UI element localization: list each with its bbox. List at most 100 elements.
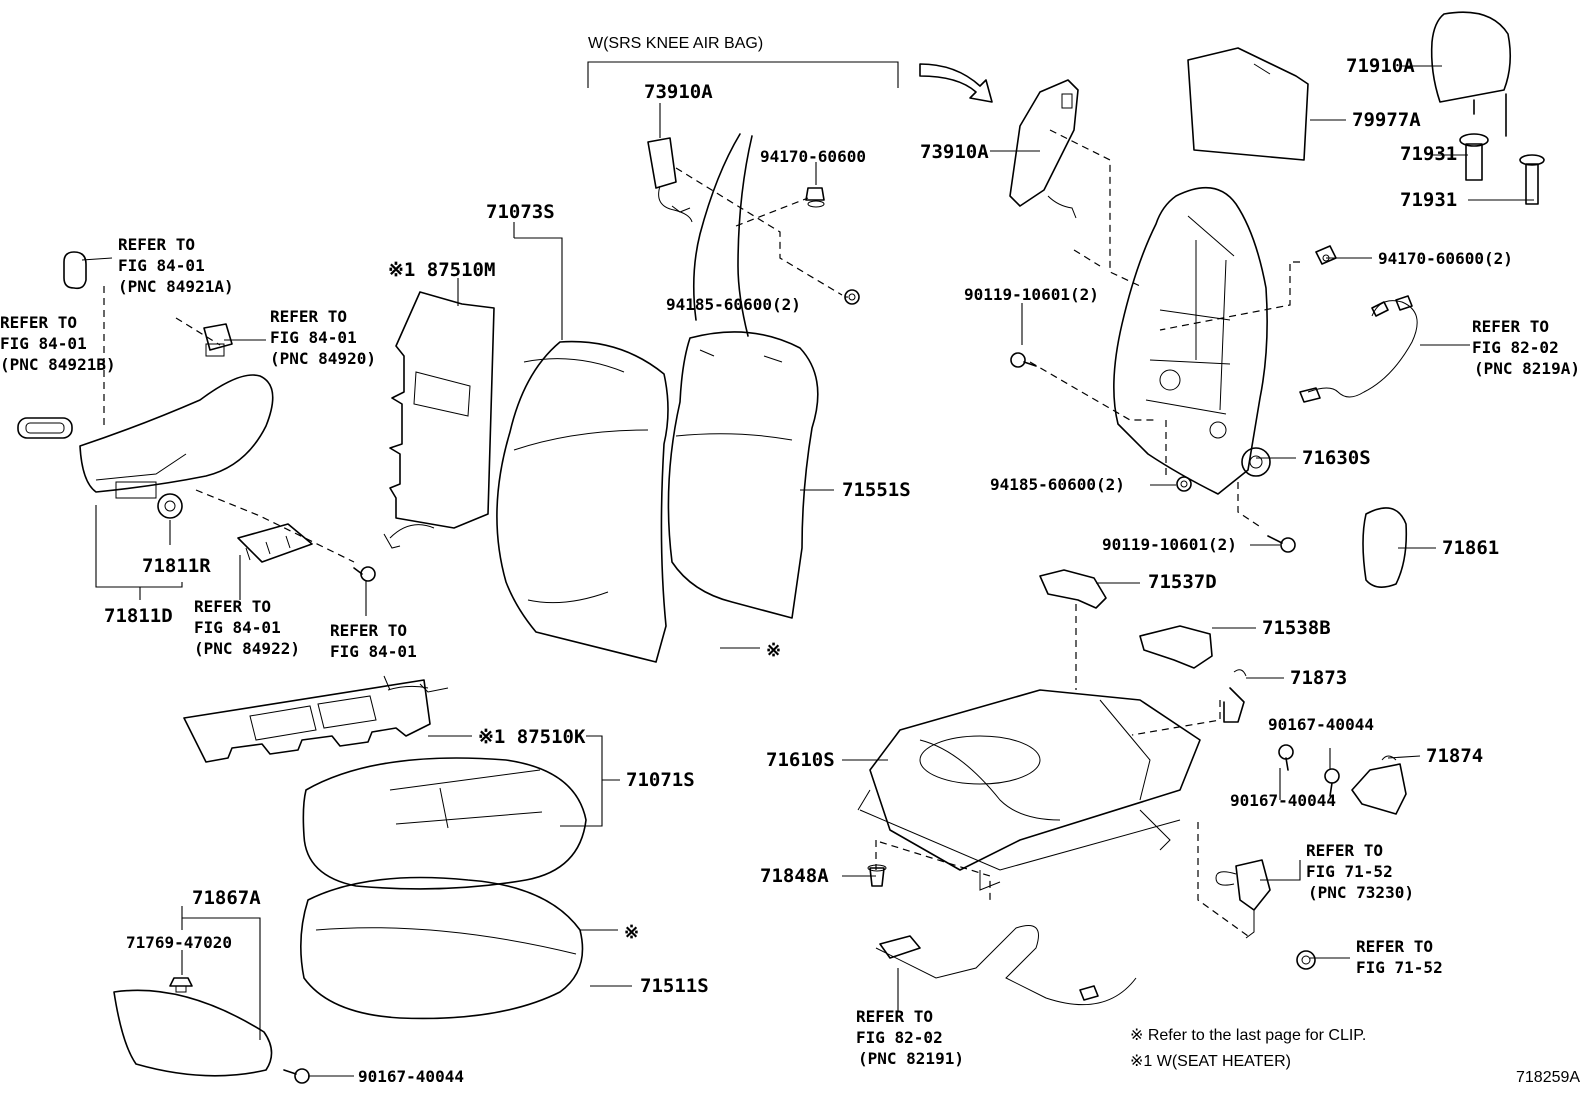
bolt-90119-top xyxy=(1010,352,1037,368)
label-refer-8219a-fig: FIG 82-02 xyxy=(1472,338,1559,357)
label-refer-84922: REFER TO xyxy=(194,597,271,616)
seat-track-71610s xyxy=(857,689,1201,891)
label-refer-84920: REFER TO xyxy=(270,307,347,326)
leader-lines xyxy=(81,61,1534,1077)
label-refer-84921a-pnc: (PNC 84921A) xyxy=(118,277,234,296)
label-71861: 71861 xyxy=(1442,537,1499,559)
nut-94185-top xyxy=(844,289,860,305)
label-diagram-id: 718259A xyxy=(1516,1069,1580,1086)
nut-94185-mid xyxy=(1176,476,1192,492)
label-clip-mark-back: ※ xyxy=(766,640,781,661)
label-90119-10601-top: 90119-10601(2) xyxy=(964,285,1099,304)
seatback-frame xyxy=(1113,186,1268,495)
label-refer-84921a-fig: FIG 84-01 xyxy=(118,256,205,275)
label-note-clip: ※ Refer to the last page for CLIP. xyxy=(1130,1027,1366,1044)
label-73910a-left: 73910A xyxy=(644,81,713,103)
label-note-seat-heater: ※1 W(SEAT HEATER) xyxy=(1130,1053,1291,1070)
screw-90167-b xyxy=(1278,744,1294,771)
label-94185-60600-mid: 94185-60600(2) xyxy=(990,475,1125,494)
knee-airbag-right xyxy=(1009,79,1079,219)
seat-switch xyxy=(203,323,233,357)
cover-71538b xyxy=(1139,625,1213,669)
label-refer-73230: REFER TO xyxy=(1306,841,1383,860)
label-71551s: 71551S xyxy=(842,479,911,501)
label-refer-84922-pnc: (PNC 84922) xyxy=(194,639,300,658)
label-71811d: 71811D xyxy=(104,605,173,627)
hook-71873 xyxy=(1223,669,1247,723)
part-labels: W(SRS KNEE AIR BAG) 73910A 94170-60600 9418… xyxy=(0,35,1580,1086)
clip-71848a xyxy=(867,864,887,887)
seatback-cushion-71073s xyxy=(496,340,669,663)
label-71931-b: 71931 xyxy=(1400,189,1457,211)
label-refer-84920-fig: FIG 84-01 xyxy=(270,328,357,347)
seat-harness-82191 xyxy=(875,925,1137,1006)
screw-bolt-left xyxy=(353,566,376,582)
label-71931-a: 71931 xyxy=(1400,143,1457,165)
trim-panel-top xyxy=(692,133,753,337)
headrest-71910a xyxy=(1430,11,1512,137)
seat-cushion-pad-71511s xyxy=(300,876,584,1020)
label-94170-60600-2: 94170-60600(2) xyxy=(1378,249,1513,268)
arrow-icon xyxy=(919,63,993,103)
inner-cover-71867a xyxy=(113,989,273,1077)
label-71073s: 71073S xyxy=(486,201,555,223)
label-71867a: 71867A xyxy=(192,887,261,909)
label-refer-82191-pnc: (PNC 82191) xyxy=(858,1049,964,1068)
screw-90167-bottom xyxy=(283,1068,310,1084)
headrest-pad-79977a xyxy=(1187,47,1309,161)
label-90167-40044-bottom: 90167-40044 xyxy=(358,1067,464,1086)
label-w-srs-knee-air-bag: W(SRS KNEE AIR BAG) xyxy=(588,35,763,52)
support-71931-a xyxy=(1459,133,1489,181)
label-71874: 71874 xyxy=(1426,745,1483,767)
label-71769-47020: 71769-47020 xyxy=(126,933,232,952)
lever-cover xyxy=(63,251,87,290)
label-71630s: 71630S xyxy=(1302,447,1371,469)
bolt-90119-bottom xyxy=(1267,535,1296,553)
nut-94170-left xyxy=(805,187,825,208)
label-71538b: 71538B xyxy=(1262,617,1331,639)
label-refer-84922-fig: FIG 84-01 xyxy=(194,618,281,637)
knob-71861 xyxy=(1362,507,1408,588)
label-refer-8219a-pnc: (PNC 8219A) xyxy=(1474,359,1580,378)
seatback-heater xyxy=(383,291,495,549)
label-refer-82191-fig: FIG 82-02 xyxy=(856,1028,943,1047)
label-refer-84921b-fig: FIG 84-01 xyxy=(0,334,87,353)
label-73910a-right: 73910A xyxy=(920,141,989,163)
side-shield-71811d xyxy=(79,374,274,499)
knob-71811r xyxy=(157,493,183,519)
label-refer-82191: REFER TO xyxy=(856,1007,933,1026)
recliner-cover-71630s xyxy=(1241,447,1271,477)
bracket-71874 xyxy=(1351,755,1407,815)
label-refer-84920-pnc: (PNC 84920) xyxy=(270,349,376,368)
label-94170-60600: 94170-60600 xyxy=(760,147,866,166)
label-79977a: 79977A xyxy=(1352,109,1421,131)
seat-cushion-cover-71071s xyxy=(302,757,587,890)
label-71537d: 71537D xyxy=(1148,571,1217,593)
label-90167-40044-a: 90167-40044 xyxy=(1268,715,1374,734)
label-94185-60600-top: 94185-60600(2) xyxy=(666,295,801,314)
label-87510k: ※1 87510K xyxy=(478,726,586,748)
label-90167-40044-b: 90167-40044 xyxy=(1230,791,1336,810)
label-87510m: ※1 87510M xyxy=(388,259,495,281)
label-71848a: 71848A xyxy=(760,865,829,887)
label-90119-10601-bottom: 90119-10601(2) xyxy=(1102,535,1237,554)
label-refer-8219a: REFER TO xyxy=(1472,317,1549,336)
nut-94170-right xyxy=(1315,245,1337,265)
label-refer-84921b: REFER TO xyxy=(0,313,77,332)
cushion-heater xyxy=(183,675,449,763)
label-71910a: 71910A xyxy=(1346,55,1415,77)
label-clip-mark-cushion: ※ xyxy=(624,922,639,943)
label-71873: 71873 xyxy=(1290,667,1347,689)
support-71931-b xyxy=(1519,154,1545,205)
label-refer-71-52: REFER TO xyxy=(1356,937,1433,956)
label-refer-84921b-pnc: (PNC 84921B) xyxy=(0,355,116,374)
knob-cap xyxy=(17,417,73,439)
seatback-pad-71551s xyxy=(667,331,819,619)
harness-8219a xyxy=(1299,295,1418,403)
nut-71-52 xyxy=(1296,950,1316,970)
label-71811r: 71811R xyxy=(142,555,211,577)
knee-airbag-left xyxy=(647,137,693,223)
label-refer-71-52-fig: FIG 71-52 xyxy=(1356,958,1443,977)
label-refer-fig84-bolt: REFER TO xyxy=(330,621,407,640)
